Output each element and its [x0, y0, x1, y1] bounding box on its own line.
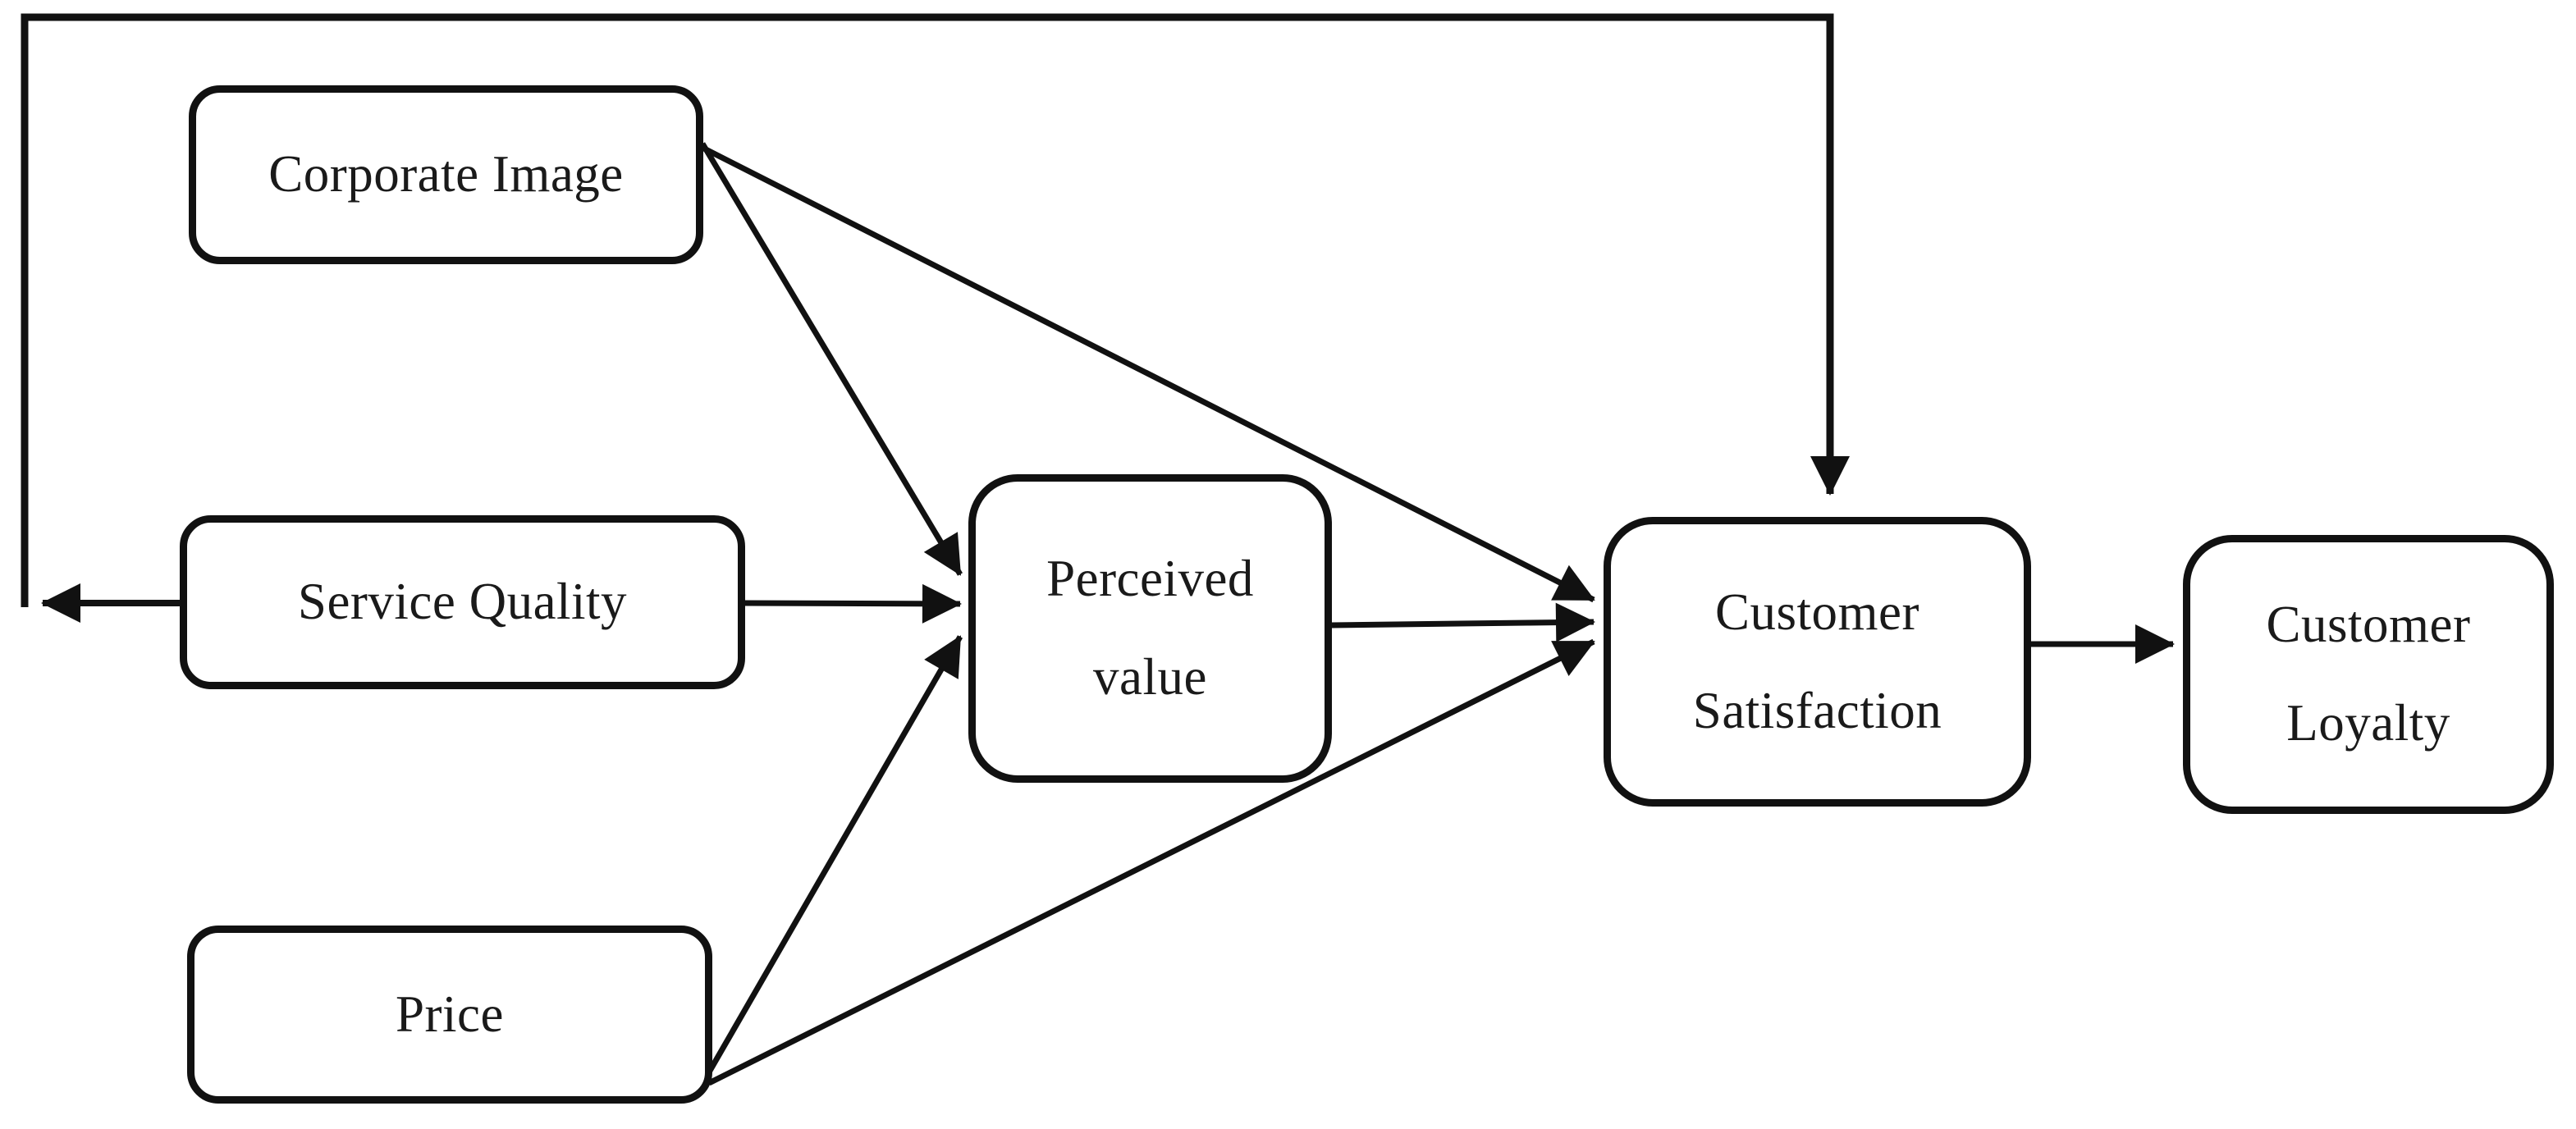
node-perceived-value: Perceived value: [968, 474, 1332, 783]
node-label-line: Satisfaction: [1692, 681, 1942, 739]
node-label-line: Perceived: [1046, 550, 1254, 608]
node-label-line: Price: [396, 985, 504, 1043]
node-label-line: Customer: [2266, 596, 2471, 654]
arrow-corporate-image-to-perceived-value: [699, 142, 963, 576]
node-label: Corporate Image: [268, 126, 624, 224]
node-customer-loyalty: Customer Loyalty: [2183, 535, 2554, 814]
node-price: Price: [187, 926, 712, 1104]
node-label-line: Corporate Image: [268, 145, 624, 203]
node-label: Customer Loyalty: [2267, 576, 2471, 772]
node-label-line: Service Quality: [297, 573, 628, 631]
node-customer-satisfaction: Customer Satisfaction: [1604, 517, 2031, 807]
arrow-service-quality-to-perceived-value: [742, 583, 962, 624]
node-label: Customer Satisfaction: [1693, 564, 1942, 760]
arrow-corporate-image-to-customer-satisfaction: [701, 144, 1595, 603]
node-label: Perceived value: [1046, 530, 1254, 726]
arrow-perceived-value-to-customer-satisfaction: [1331, 602, 1595, 642]
node-label: Service Quality: [298, 553, 627, 651]
arrow-price-to-customer-satisfaction: [707, 638, 1595, 1086]
node-label: Price: [396, 966, 504, 1064]
arrow-feedback-loop-rail: [21, 13, 1850, 607]
node-label-line: Loyalty: [2286, 694, 2450, 752]
node-service-quality: Service Quality: [180, 515, 745, 689]
arrow-price-to-perceived-value: [703, 635, 963, 1078]
node-corporate-image: Corporate Image: [189, 85, 703, 264]
node-label-line: value: [1093, 648, 1207, 706]
node-label-line: Customer: [1715, 583, 1919, 641]
